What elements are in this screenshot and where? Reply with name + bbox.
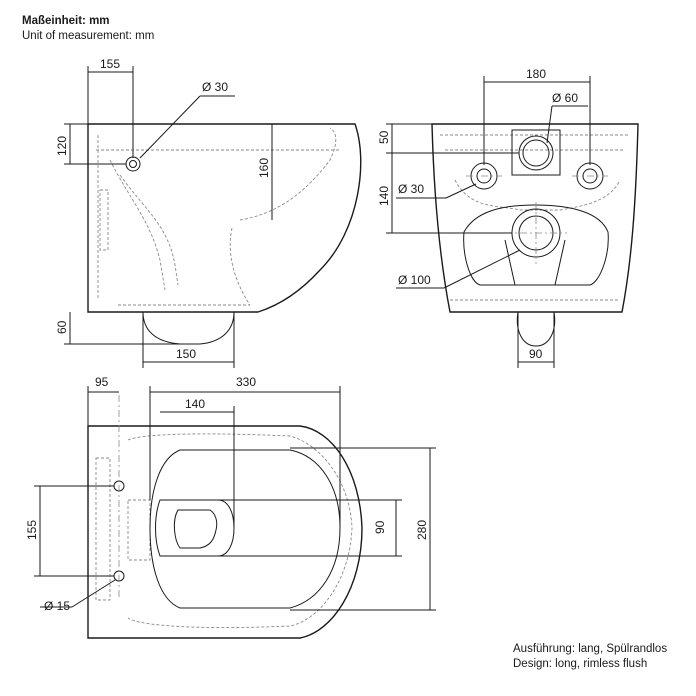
rear-hidden-rim bbox=[454, 179, 621, 211]
rear-bowl-inner bbox=[504, 239, 566, 286]
rear-dim-d60-leader bbox=[546, 105, 553, 144]
rear-dim-d60: Ø 60 bbox=[552, 91, 578, 105]
top-outlet-inner bbox=[173, 509, 218, 549]
side-dim-160: 160 bbox=[257, 158, 271, 178]
top-view: 95 330 140 155 Ø 15 90 280 bbox=[25, 375, 436, 639]
side-dim-150: 150 bbox=[176, 347, 196, 361]
top-bowl bbox=[149, 449, 341, 609]
side-inlet-hole bbox=[125, 156, 141, 172]
top-dim-280: 280 bbox=[415, 520, 429, 540]
rear-view: 180 Ø 60 50 140 Ø 30 Ø 100 90 bbox=[377, 67, 639, 368]
side-hidden-outlet bbox=[229, 227, 251, 306]
side-dim-d30-leader bbox=[139, 95, 201, 159]
top-dim-140: 140 bbox=[185, 397, 205, 411]
rear-dim-d100: Ø 100 bbox=[398, 273, 431, 287]
rear-dim-d100-leader bbox=[443, 249, 521, 289]
rear-body-outline bbox=[431, 123, 639, 313]
side-hidden-bowl bbox=[239, 127, 337, 221]
design-label-en: Design: long, rimless flush bbox=[513, 658, 648, 670]
side-hidden-trap bbox=[109, 159, 166, 291]
side-body-outline bbox=[87, 123, 362, 313]
side-dim-155: 155 bbox=[100, 57, 120, 71]
top-dim-d15-leader bbox=[71, 579, 116, 608]
unit-label-de: Maßeinheit: mm bbox=[22, 15, 110, 27]
rear-dim-d30: Ø 30 bbox=[398, 182, 424, 196]
top-dim-95: 95 bbox=[95, 375, 109, 389]
top-body-outline bbox=[87, 425, 363, 639]
unit-label-en: Unit of measurement: mm bbox=[22, 30, 155, 42]
side-view: 155 Ø 30 120 160 60 150 bbox=[55, 57, 362, 368]
side-dim-60: 60 bbox=[55, 320, 69, 334]
rear-dim-50: 50 bbox=[377, 130, 391, 144]
rear-inlet-ring bbox=[518, 135, 554, 171]
rear-dim-180: 180 bbox=[526, 67, 546, 81]
side-dim-120: 120 bbox=[55, 136, 69, 156]
unit-note: Maßeinheit: mm Unit of measurement: mm bbox=[22, 14, 154, 44]
rear-dim-d30-leader bbox=[445, 183, 477, 199]
rear-inlet-hole bbox=[522, 139, 550, 167]
top-dim-90: 90 bbox=[373, 520, 387, 534]
top-dim-155: 155 bbox=[25, 520, 39, 540]
side-outlet bbox=[142, 311, 235, 345]
rear-bowl bbox=[463, 204, 609, 286]
rear-hidden-top bbox=[440, 134, 630, 151]
side-hidden-top bbox=[96, 135, 340, 300]
rear-outlet-spigot bbox=[516, 311, 556, 347]
top-dim-330: 330 bbox=[236, 375, 256, 389]
top-hidden-outline bbox=[127, 433, 353, 628]
top-hidden-rear bbox=[127, 499, 151, 561]
design-label-de: Ausführung: lang, Spülrandlos bbox=[513, 643, 668, 655]
rear-dim-90: 90 bbox=[529, 347, 543, 361]
side-inlet-hole-inner bbox=[129, 160, 137, 168]
rear-dim-140: 140 bbox=[377, 186, 391, 206]
side-hidden-slot bbox=[99, 189, 109, 251]
top-dim-d15: Ø 15 bbox=[44, 599, 70, 613]
top-hidden-slot bbox=[95, 457, 111, 601]
design-note: Ausführung: lang, Spülrandlos Design: lo… bbox=[513, 642, 667, 672]
side-dim-d30: Ø 30 bbox=[202, 80, 228, 94]
top-outlet-outer bbox=[155, 499, 235, 557]
